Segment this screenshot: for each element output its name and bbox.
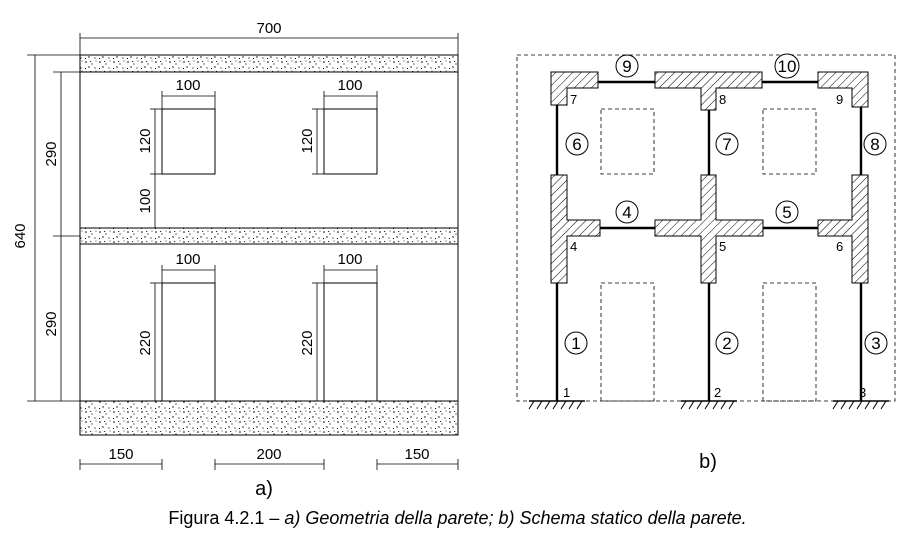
member-label-9: 9 (622, 57, 631, 76)
door-right (323, 282, 378, 402)
window-right (323, 108, 378, 175)
member-label-8: 8 (870, 135, 879, 154)
dimension-door-widths (161, 265, 378, 283)
door-left (161, 282, 216, 402)
member-label-4: 4 (622, 203, 631, 222)
openings-dashed (600, 108, 817, 402)
support-hatching (528, 400, 887, 410)
rigid-node-4 (550, 174, 601, 284)
rigid-node-7 (550, 71, 599, 106)
window-left (161, 108, 216, 175)
node-label-7: 7 (570, 92, 577, 107)
member-label-1: 1 (571, 334, 580, 353)
member-label-3: 3 (871, 334, 880, 353)
node-label-8: 8 (719, 92, 726, 107)
dimension-window-widths (161, 91, 378, 109)
node-label-2: 2 (714, 385, 721, 400)
dim-right-pier: 150 (404, 446, 429, 463)
caption-text: a) Geometria della parete; b) Schema sta… (284, 508, 747, 528)
dim-total-height-label: 640 (12, 223, 29, 248)
dim-total-width-label: 700 (256, 20, 281, 37)
dim-door-height-1: 220 (137, 330, 154, 355)
floor-slab (79, 227, 459, 245)
dim-door-width-1: 100 (175, 251, 200, 268)
node-label-5: 5 (719, 239, 726, 254)
node-label-6: 6 (836, 239, 843, 254)
dim-left-pier: 150 (108, 446, 133, 463)
dim-sill-height: 100 (137, 188, 154, 213)
rigid-node-6 (817, 174, 869, 284)
rigid-node-5 (654, 174, 764, 284)
dim-window-height-1: 120 (137, 128, 154, 153)
foundation (79, 400, 459, 436)
member-label-5: 5 (782, 203, 791, 222)
wall-geometry-panel: 700 640 290 290 100 100 (12, 20, 459, 500)
dim-story-top-label: 290 (43, 141, 60, 166)
rigid-nodes (550, 71, 869, 284)
dimension-total-width (79, 33, 459, 55)
caption-prefix: Figura 4.2.1 – (168, 508, 285, 528)
rigid-node-9 (817, 71, 869, 108)
dim-window-width-2: 100 (337, 77, 362, 94)
member-circles (564, 53, 888, 355)
dim-center-pier: 200 (256, 446, 281, 463)
dimension-total-height (27, 54, 80, 402)
wall-outline (79, 54, 459, 436)
node-label-1: 1 (563, 385, 570, 400)
node-label-3: 3 (859, 385, 866, 400)
node-label-9: 9 (836, 92, 843, 107)
member-label-2: 2 (722, 334, 731, 353)
dim-door-width-2: 100 (337, 251, 362, 268)
dim-door-height-2: 220 (299, 330, 316, 355)
dimension-window-heights (150, 108, 324, 228)
dim-window-height-2: 120 (299, 128, 316, 153)
figure-canvas: 700 640 290 290 100 100 (12, 20, 896, 500)
panel-a-label: a) (255, 478, 273, 500)
figure-caption: Figura 4.2.1 – a) Geometria della parete… (0, 508, 915, 529)
static-scheme-panel: 1 2 3 4 5 6 7 8 9 1 2 3 4 5 6 7 8 9 10 (516, 53, 896, 473)
node-label-4: 4 (570, 239, 577, 254)
dimension-door-heights (150, 282, 324, 401)
rigid-node-8 (654, 71, 763, 111)
roof-slab (79, 54, 459, 73)
dimension-piers (79, 459, 459, 470)
dim-window-width-1: 100 (175, 77, 200, 94)
dimension-stories (53, 71, 80, 401)
member-label-7: 7 (722, 135, 731, 154)
member-label-6: 6 (572, 135, 581, 154)
panel-b-label: b) (699, 451, 717, 473)
dim-story-bottom-label: 290 (43, 311, 60, 336)
member-label-10: 10 (778, 57, 797, 76)
